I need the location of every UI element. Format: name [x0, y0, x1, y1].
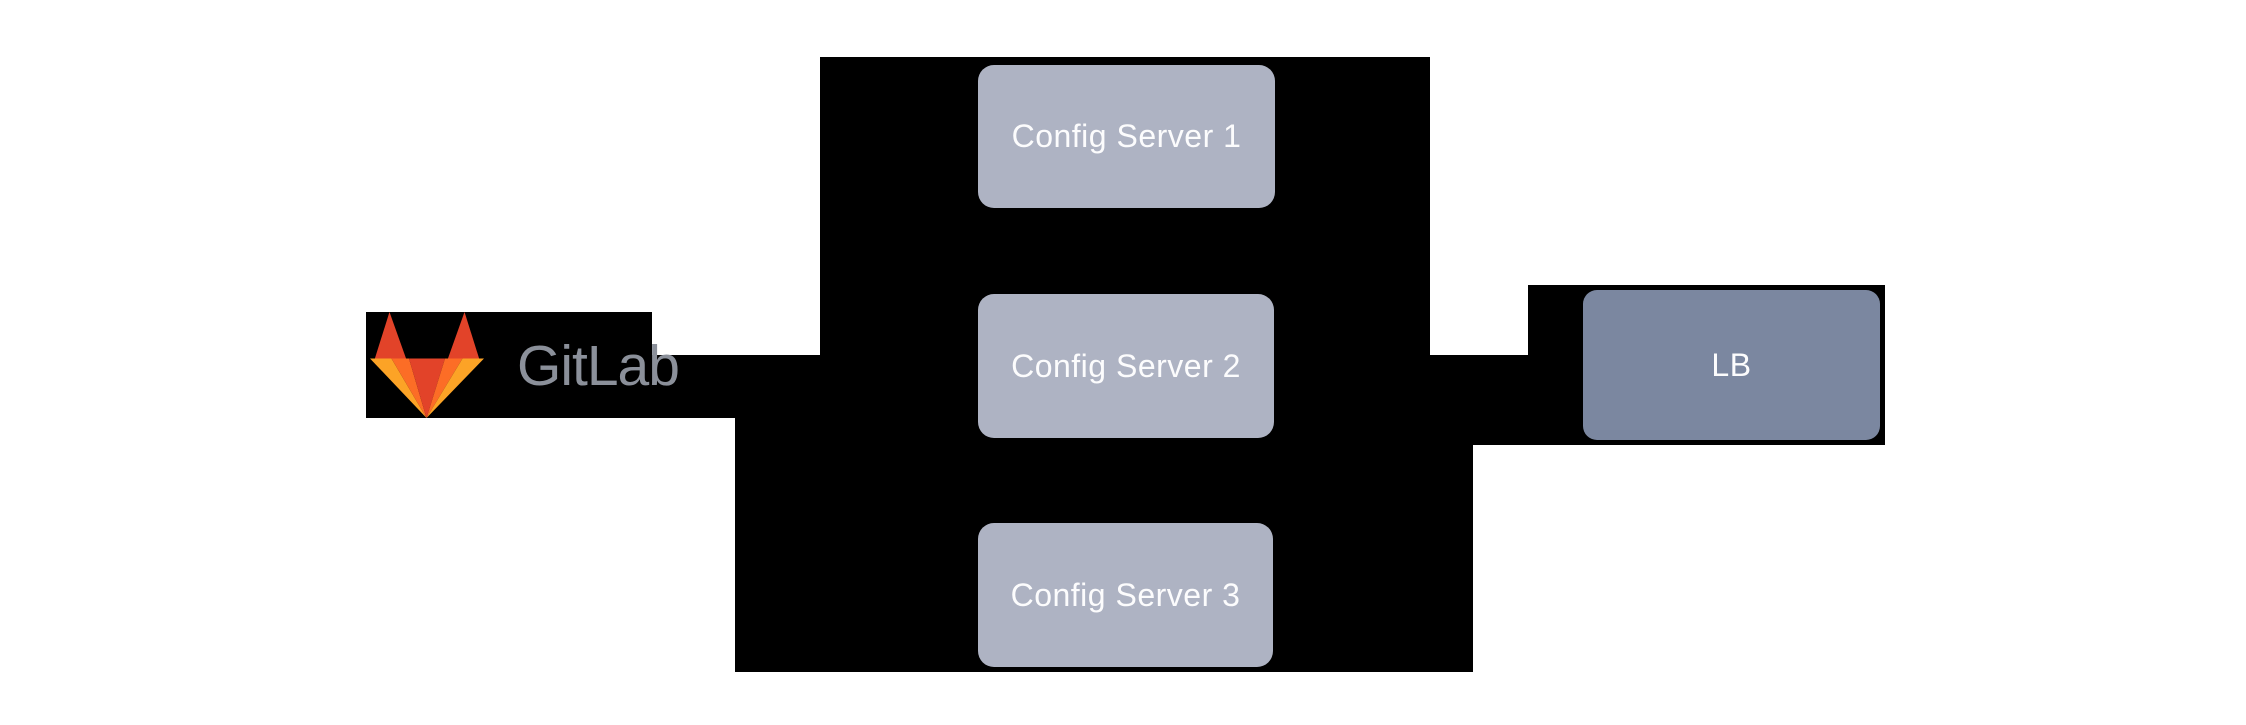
node-config-server-1: Config Server 1 [978, 65, 1275, 208]
node-label: LB [1711, 346, 1752, 383]
node-lb: LB [1583, 290, 1880, 440]
gitlab-wordmark: GitLab [517, 334, 680, 398]
node-label: Config Server 1 [1011, 118, 1242, 154]
gitlab-tanuki-icon [370, 312, 484, 418]
node-label: Config Server 3 [1010, 576, 1241, 613]
node-label: Config Server 2 [1011, 347, 1241, 384]
connector-block-gitlab-bridge [652, 355, 820, 418]
node-config-server-3: Config Server 3 [978, 523, 1273, 667]
node-config-server-2: Config Server 2 [978, 294, 1274, 438]
